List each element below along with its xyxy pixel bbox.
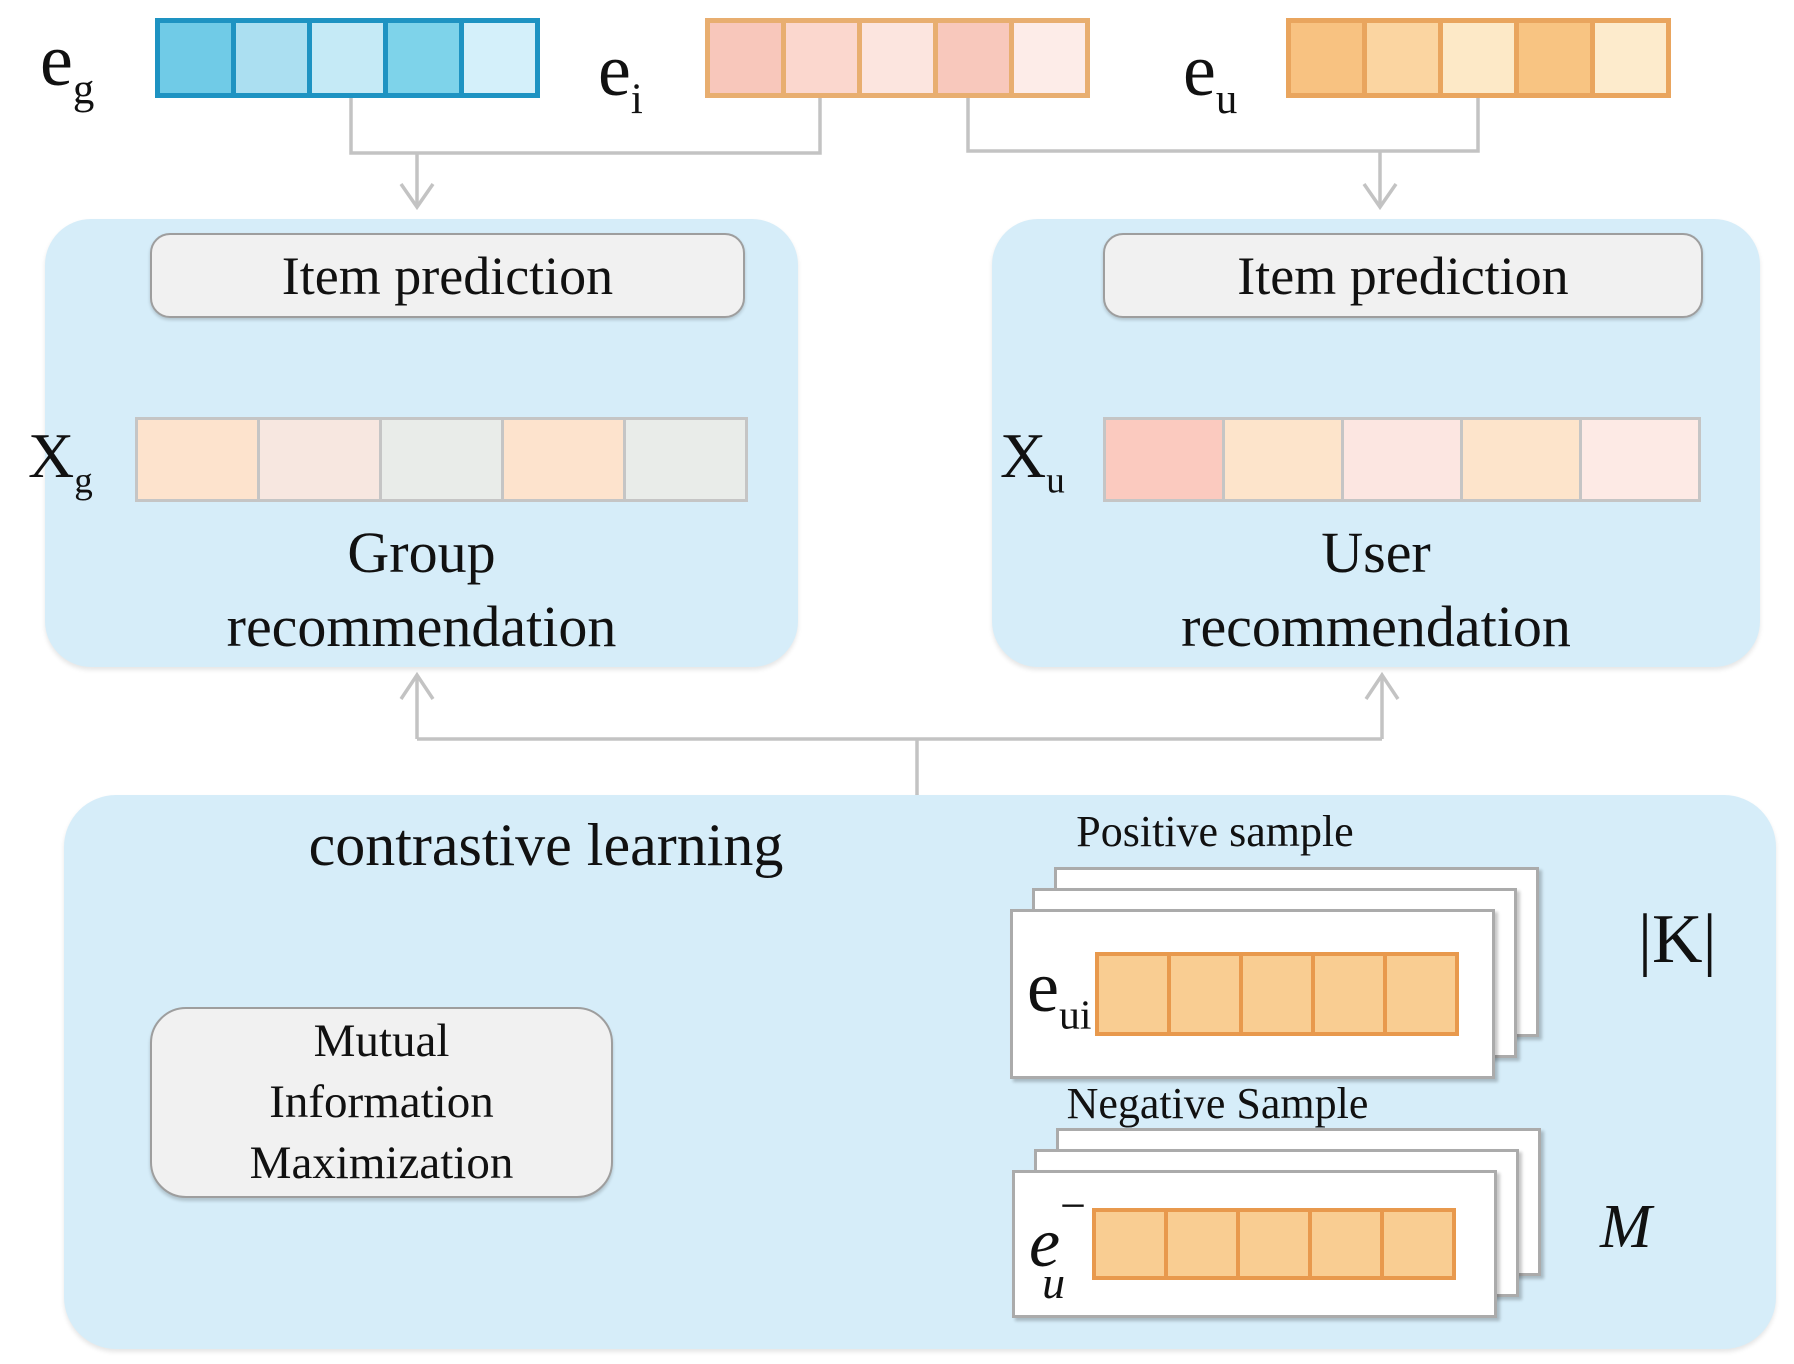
vector-cell bbox=[1106, 420, 1222, 499]
vector-cell bbox=[1168, 1212, 1237, 1276]
vector-cell bbox=[1099, 956, 1168, 1032]
eu-label: eu bbox=[1183, 30, 1238, 124]
user-item-prediction-label: Item prediction bbox=[1237, 245, 1569, 306]
eg-label: eg bbox=[40, 20, 95, 114]
mim-line2: Information bbox=[269, 1076, 494, 1128]
positive-count-label: |K| bbox=[1638, 901, 1717, 978]
vector-cell bbox=[1463, 420, 1579, 499]
vector-cell bbox=[1582, 420, 1698, 499]
eu-vector bbox=[1286, 18, 1671, 98]
vector-cell bbox=[1171, 956, 1240, 1032]
user-recommendation-caption: User recommendation bbox=[992, 516, 1760, 664]
ei-vector bbox=[705, 18, 1090, 98]
minus-superscript: − bbox=[1060, 1180, 1087, 1231]
negative-card-front: e − u bbox=[1012, 1170, 1497, 1318]
vector-cell bbox=[1096, 1212, 1165, 1276]
vector-cell bbox=[382, 420, 501, 499]
vector-cell bbox=[1443, 23, 1514, 93]
xg-vector bbox=[135, 417, 748, 502]
vector-cell bbox=[1387, 956, 1456, 1032]
wire-eg-ei-merge bbox=[349, 95, 822, 155]
vector-cell bbox=[1595, 23, 1666, 93]
positive-card-front: eui bbox=[1010, 909, 1495, 1079]
arrowhead-down-left-top bbox=[399, 183, 435, 211]
vector-cell bbox=[260, 420, 379, 499]
arrowhead-up-left bbox=[399, 671, 435, 700]
vector-cell bbox=[938, 23, 1009, 93]
positive-sample-label: Positive sample bbox=[1076, 807, 1354, 856]
eu-negative-label: e − u bbox=[1029, 1180, 1087, 1308]
ei-label: ei bbox=[598, 30, 643, 124]
vector-cell bbox=[1367, 23, 1438, 93]
contrastive-learning-title: contrastive learning bbox=[308, 812, 784, 878]
mutual-information-maximization-box: Mutual Information Maximization bbox=[150, 1007, 613, 1198]
vector-cell bbox=[786, 23, 857, 93]
vector-cell bbox=[464, 23, 535, 93]
vector-cell bbox=[1519, 23, 1590, 93]
u-subscript: u bbox=[1042, 1256, 1066, 1308]
vector-cell bbox=[1291, 23, 1362, 93]
vector-cell bbox=[626, 420, 745, 499]
vector-cell bbox=[1243, 956, 1312, 1032]
eui-label: eui bbox=[1027, 946, 1092, 1039]
mim-line1: Mutual bbox=[313, 1015, 450, 1067]
eu-negative-vector bbox=[1092, 1208, 1457, 1280]
vector-cell bbox=[1315, 956, 1384, 1032]
negative-sample-label: Negative Sample bbox=[1066, 1079, 1369, 1128]
group-item-prediction-box: Item prediction bbox=[150, 233, 745, 318]
eg-vector bbox=[155, 18, 540, 98]
vector-cell bbox=[1014, 23, 1085, 93]
vector-cell bbox=[710, 23, 781, 93]
arrowhead-up-right bbox=[1364, 671, 1400, 700]
vector-cell bbox=[1344, 420, 1460, 499]
vector-cell bbox=[312, 23, 383, 93]
vector-cell bbox=[1384, 1212, 1453, 1276]
vector-cell bbox=[504, 420, 623, 499]
xu-label: Xu bbox=[1000, 420, 1065, 502]
mim-line3: Maximization bbox=[249, 1137, 514, 1189]
vector-cell bbox=[862, 23, 933, 93]
user-caption-line1: User bbox=[1321, 520, 1431, 585]
vector-cell bbox=[1225, 420, 1341, 499]
group-item-prediction-label: Item prediction bbox=[281, 245, 614, 306]
arrowhead-down-right-top bbox=[1362, 183, 1398, 211]
eui-vector bbox=[1095, 952, 1460, 1036]
vector-cell bbox=[1240, 1212, 1309, 1276]
vector-cell bbox=[1312, 1212, 1381, 1276]
user-caption-line2: recommendation bbox=[1181, 594, 1571, 659]
group-caption-line2: recommendation bbox=[226, 594, 617, 659]
vector-cell bbox=[138, 420, 257, 499]
xu-vector bbox=[1103, 417, 1701, 502]
vector-cell bbox=[236, 23, 307, 93]
vector-cell bbox=[388, 23, 459, 93]
user-item-prediction-box: Item prediction bbox=[1103, 233, 1703, 318]
xg-label: Xg bbox=[28, 420, 93, 502]
negative-count-label: M bbox=[1600, 1193, 1652, 1261]
vector-cell bbox=[160, 23, 231, 93]
group-caption-line1: Group bbox=[347, 520, 496, 585]
group-recommendation-caption: Group recommendation bbox=[45, 516, 798, 664]
